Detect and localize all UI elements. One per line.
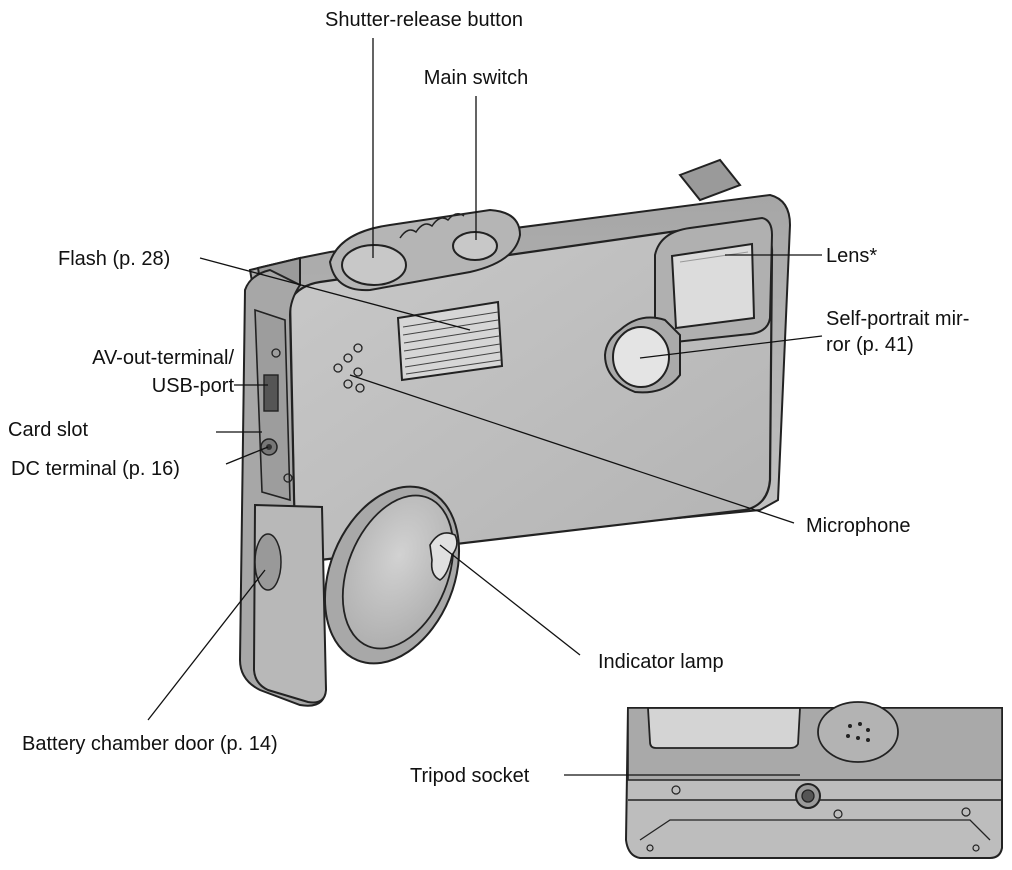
bottom-screw-5 (972, 844, 980, 852)
label-battery-chamber-door: Battery chamber door (p. 14) (22, 733, 278, 755)
side-screw-bottom (283, 473, 293, 483)
camera-front-view (238, 158, 792, 707)
speaker-grille (817, 701, 899, 763)
flash-ridges (402, 311, 502, 375)
side-screw-top (271, 348, 281, 358)
label-tripod-socket: Tripod socket (410, 765, 530, 787)
camera-bottom-view (624, 701, 1003, 859)
strap-lug-right (678, 158, 742, 202)
label-lens: Lens* (826, 245, 877, 267)
label-mirror-line1: Self-portrait mir- (826, 308, 969, 330)
label-card-slot: Card slot (8, 419, 88, 441)
leader-mirror (639, 335, 823, 359)
bottom-screw-1 (671, 785, 681, 795)
switch-ridges (399, 213, 465, 239)
label-shutter-release-button: Shutter-release button (325, 9, 523, 31)
lens-window (670, 242, 756, 330)
usb-port-opening (263, 374, 279, 412)
label-indicator-lamp: Indicator lamp (598, 651, 724, 673)
main-switch (452, 231, 498, 261)
bottom-lcd-window (647, 707, 801, 749)
label-dc-terminal: DC terminal (p. 16) (11, 458, 180, 480)
leader-battery-door (147, 569, 266, 721)
speaker-holes (846, 722, 870, 742)
label-main-switch: Main switch (424, 67, 528, 89)
label-flash: Flash (p. 28) (58, 248, 170, 270)
leader-indicator (439, 544, 581, 656)
grip-ring-inner (341, 494, 455, 650)
self-portrait-mirror (612, 326, 670, 388)
leader-dc-terminal (225, 446, 269, 465)
microphone-holes (333, 343, 365, 393)
bottom-screw-4 (646, 844, 654, 852)
label-av-line2: USB-port (152, 375, 235, 397)
callout-labels: Shutter-release button Main switch Flash… (8, 9, 969, 787)
label-microphone: Microphone (806, 515, 911, 537)
bottom-screw-2 (833, 809, 843, 819)
shutter-release-button (341, 244, 407, 286)
leader-flash (199, 257, 471, 331)
label-mirror-line2: ror (p. 41) (826, 334, 914, 356)
leader-microphone (349, 374, 795, 524)
label-av-line1: AV-out-terminal/ (92, 347, 234, 369)
flash-window (396, 300, 504, 382)
leader-lines (147, 38, 823, 776)
battery-door-latch (254, 533, 282, 591)
bottom-screw-3 (961, 807, 971, 817)
